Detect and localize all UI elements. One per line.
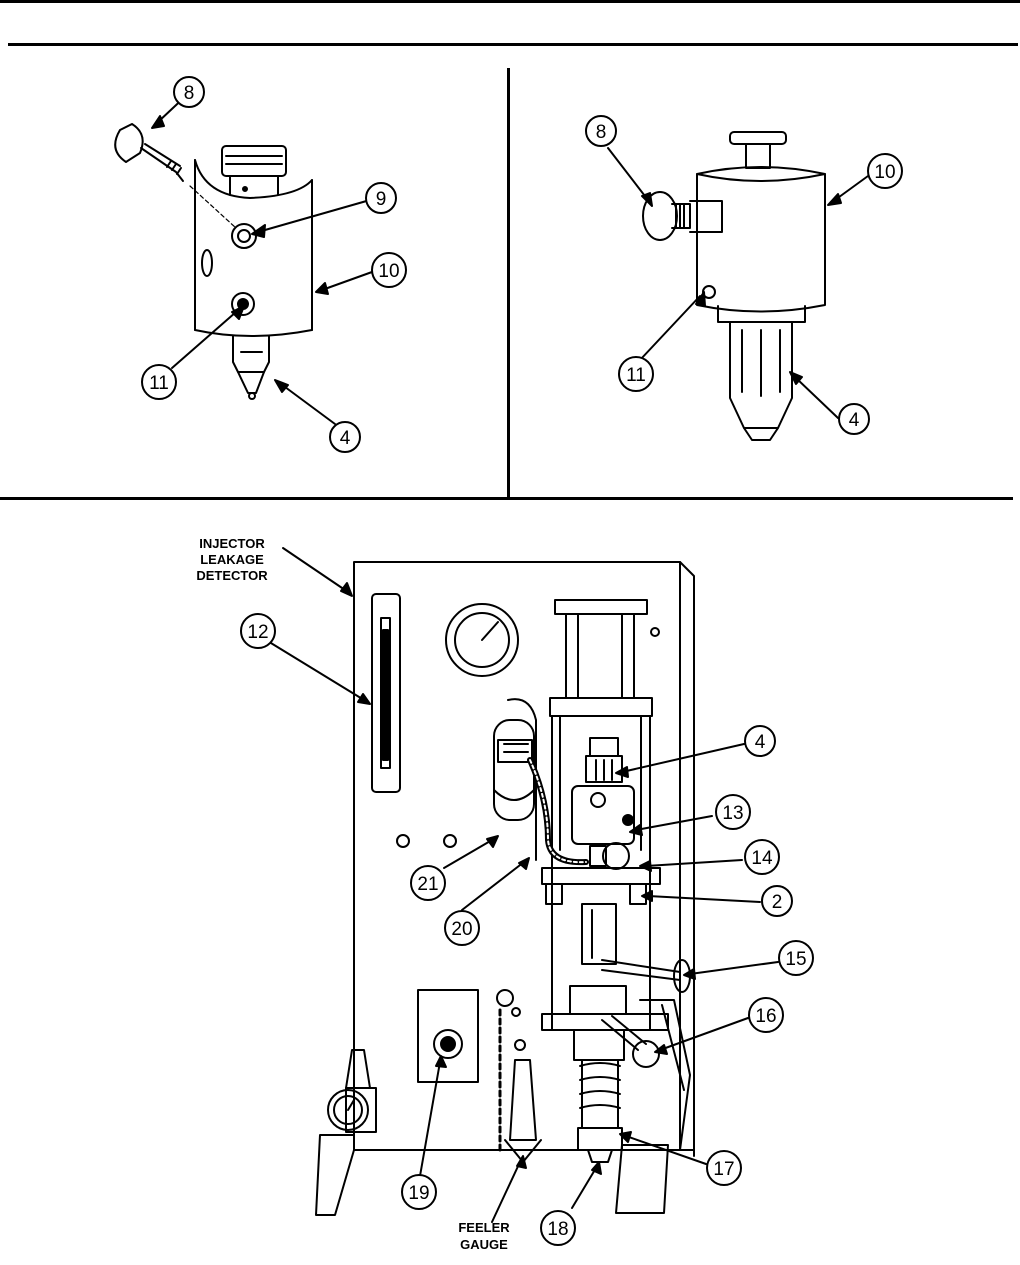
svg-text:14: 14 <box>751 848 773 869</box>
callout-17: 17 <box>706 1150 742 1186</box>
callout-15: 15 <box>778 940 814 976</box>
callout-8-left: 8 <box>173 76 205 108</box>
svg-text:21: 21 <box>417 874 438 895</box>
svg-text:8: 8 <box>596 122 607 143</box>
arrowheads-bottom <box>340 582 696 1175</box>
arrowheads-left <box>151 115 329 393</box>
callout-11-left: 11 <box>141 364 177 400</box>
callout-4-bottom: 4 <box>744 725 776 757</box>
svg-text:GAUGE: GAUGE <box>460 1237 508 1252</box>
svg-text:FEELER: FEELER <box>458 1220 510 1235</box>
svg-text:LEAKAGE: LEAKAGE <box>200 552 264 567</box>
callout-14: 14 <box>744 839 780 875</box>
callout-13: 13 <box>715 794 751 830</box>
svg-text:20: 20 <box>451 919 472 940</box>
holder-assembly-left <box>114 91 373 425</box>
callout-9-left: 9 <box>365 182 397 214</box>
svg-text:INJECTOR: INJECTOR <box>199 536 265 551</box>
svg-text:13: 13 <box>722 803 743 824</box>
callout-20: 20 <box>444 910 480 946</box>
callout-16: 16 <box>748 997 784 1033</box>
svg-text:4: 4 <box>755 732 766 753</box>
header-rule <box>8 43 1018 46</box>
holder-assembly-right <box>607 131 869 441</box>
callout-4-left: 4 <box>329 421 361 453</box>
section-rule <box>0 497 1013 500</box>
svg-text:18: 18 <box>547 1219 568 1240</box>
svg-text:17: 17 <box>713 1159 734 1180</box>
center-divider <box>507 68 510 500</box>
svg-text:15: 15 <box>785 949 806 970</box>
svg-text:9: 9 <box>376 189 387 210</box>
callout-18: 18 <box>540 1210 576 1246</box>
svg-text:11: 11 <box>149 373 169 394</box>
label-injector-leakage-detector: INJECTOR LEAKAGE DETECTOR <box>196 536 268 583</box>
top-rule <box>0 0 1020 3</box>
callout-21: 21 <box>410 865 446 901</box>
svg-text:16: 16 <box>755 1006 776 1027</box>
callout-10-left: 10 <box>371 252 407 288</box>
leakage-detector <box>265 547 779 1223</box>
callout-2: 2 <box>761 885 793 917</box>
svg-text:10: 10 <box>874 162 895 183</box>
svg-text:4: 4 <box>340 428 351 449</box>
callout-8-right: 8 <box>585 115 617 147</box>
svg-text:19: 19 <box>408 1183 429 1204</box>
callout-10-right: 10 <box>867 153 903 189</box>
svg-text:11: 11 <box>626 365 646 386</box>
svg-text:2: 2 <box>772 892 783 913</box>
callout-11-right: 11 <box>618 356 654 392</box>
svg-text:DETECTOR: DETECTOR <box>196 568 268 583</box>
arrowheads-right <box>641 192 842 385</box>
label-feeler-gauge: FEELER GAUGE <box>458 1220 510 1252</box>
callout-12: 12 <box>240 613 276 649</box>
svg-text:8: 8 <box>184 83 195 104</box>
svg-text:12: 12 <box>247 622 268 643</box>
svg-text:4: 4 <box>849 410 860 431</box>
svg-text:10: 10 <box>378 261 399 282</box>
callout-19: 19 <box>401 1174 437 1210</box>
callout-4-right: 4 <box>838 403 870 435</box>
